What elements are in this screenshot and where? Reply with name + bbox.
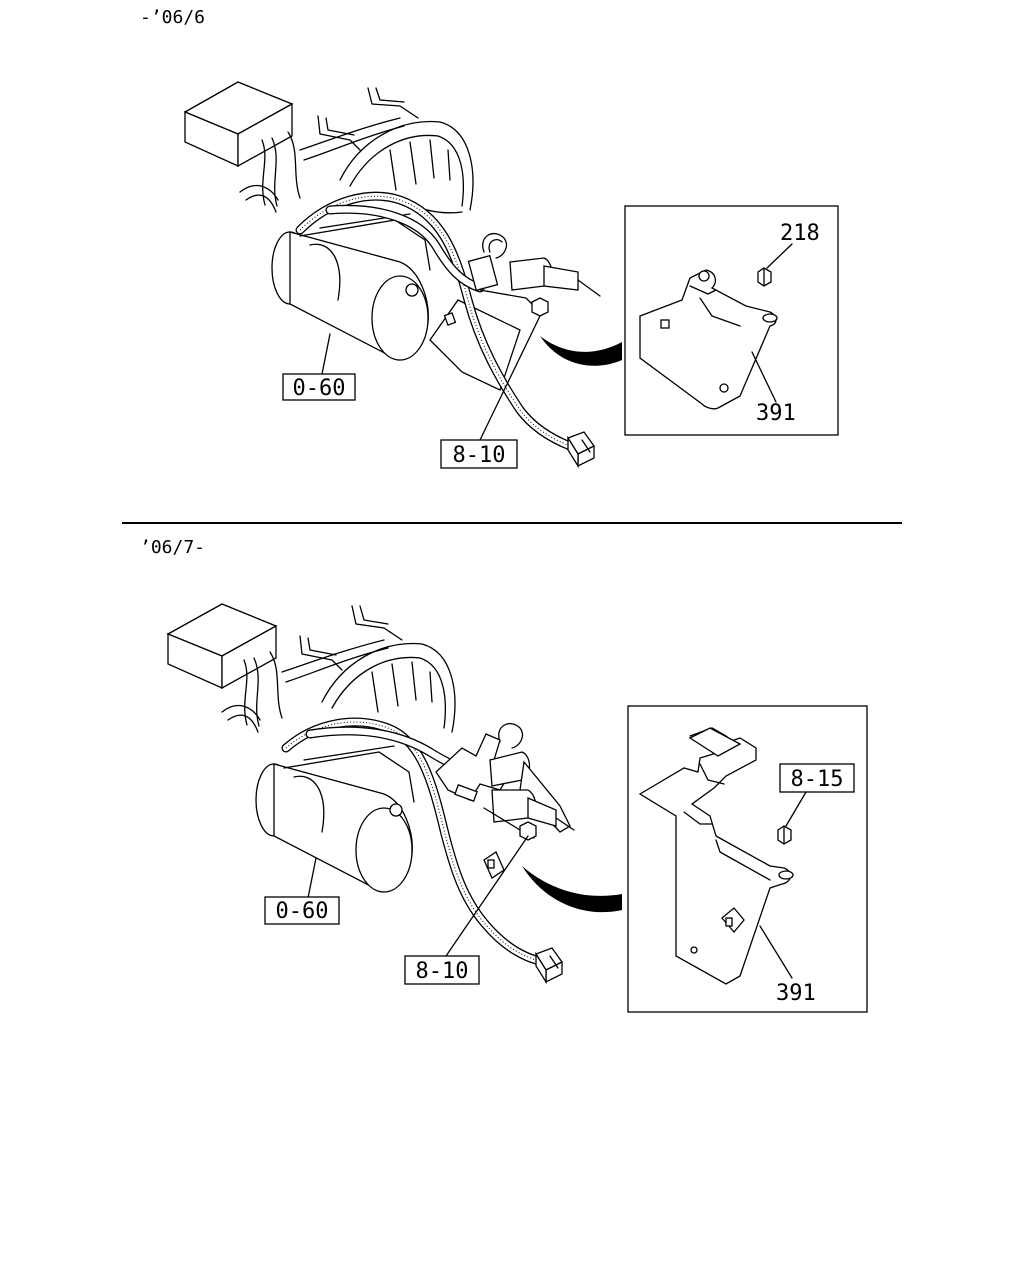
callout-nut-lower: 8-15 — [779, 763, 855, 793]
leader-harness-upper — [479, 315, 541, 441]
harness-connector-upper — [567, 431, 595, 469]
leader-bracket-lower — [759, 925, 793, 979]
nut-detail-upper — [757, 267, 772, 287]
svg-text:8-15: 8-15 — [791, 767, 844, 792]
leader-nut-lower — [785, 791, 807, 827]
leader-harness-lower — [445, 835, 529, 957]
callout-assembly-upper: 0-60 — [282, 373, 356, 401]
callout-harness-lower: 8-10 — [404, 955, 480, 985]
leader-assembly-upper — [321, 333, 331, 375]
callout-harness-upper: 8-10 — [440, 439, 518, 469]
callout-bracket-upper: 391 — [756, 401, 796, 426]
nut-detail-lower — [777, 825, 792, 845]
section-lower: ’06/7- — [140, 537, 868, 1013]
callout-bracket-lower: 391 — [776, 981, 816, 1006]
wiring-harness-upper — [295, 191, 595, 469]
detail-inset-upper: 218 391 — [624, 205, 839, 436]
leader-assembly-lower — [307, 857, 317, 899]
sensor-assembly-lower — [435, 723, 575, 879]
bracket-detail-lower — [638, 727, 794, 985]
section-upper: -’06/6 — [140, 7, 839, 469]
engine-assembly-upper — [183, 81, 521, 391]
date-range-lower: ’06/7- — [140, 537, 205, 558]
svg-text:8-10: 8-10 — [416, 959, 469, 984]
svg-text:8-10: 8-10 — [453, 443, 506, 468]
engine-assembly-lower — [166, 603, 456, 893]
svg-text:0-60: 0-60 — [276, 899, 329, 924]
pointer-arrow-lower — [522, 866, 622, 913]
harness-connector-lower — [535, 947, 563, 985]
leader-bracket-upper — [751, 351, 777, 403]
bracket-detail-upper — [639, 269, 778, 410]
callout-assembly-lower: 0-60 — [264, 896, 340, 925]
date-range-upper: -’06/6 — [140, 7, 205, 28]
leader-nut-upper — [766, 243, 793, 269]
pointer-arrow-upper — [540, 336, 622, 366]
svg-text:0-60: 0-60 — [293, 376, 346, 401]
callout-nut-upper: 218 — [780, 221, 820, 246]
sensor-assembly-upper — [467, 233, 601, 317]
detail-inset-lower: 8-15 391 — [627, 705, 868, 1013]
